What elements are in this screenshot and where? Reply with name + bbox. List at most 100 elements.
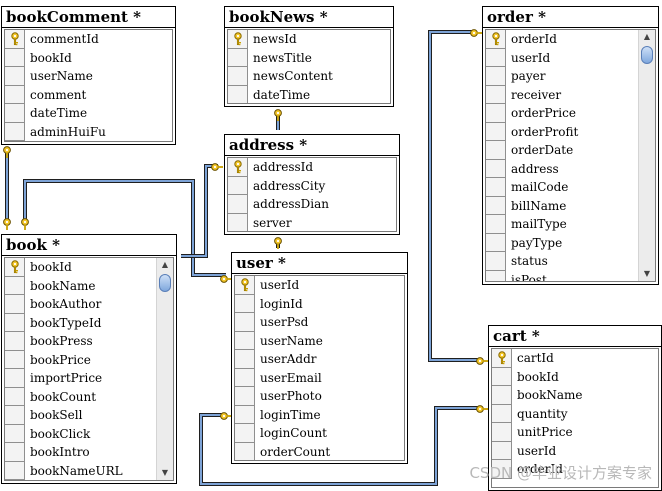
field-row[interactable]: isPost [486, 270, 637, 281]
field-row[interactable]: mailCode [486, 178, 637, 197]
field-row[interactable]: bookSell [5, 406, 155, 425]
field-name: userId [260, 278, 300, 292]
field-row[interactable]: bookCount [5, 387, 155, 406]
field-row[interactable]: bookId [5, 258, 155, 277]
field-row[interactable]: bookPrice [5, 350, 155, 369]
field-row[interactable]: loginId [235, 294, 404, 313]
row-selector [492, 423, 512, 442]
field-row[interactable]: userName [5, 67, 172, 86]
field-row[interactable]: orderDate [486, 141, 637, 160]
field-row[interactable]: bookId [492, 367, 658, 386]
field-row[interactable]: address [486, 159, 637, 178]
field-row[interactable]: orderId [486, 30, 637, 49]
relationship-key-icon [220, 275, 232, 283]
field-row[interactable]: importPrice [5, 369, 155, 388]
field-row[interactable]: bookIntro [5, 443, 155, 462]
field-name: bookClick [30, 426, 91, 441]
field-row[interactable]: bookPress [5, 332, 155, 351]
field-row[interactable]: orderCount [235, 442, 404, 460]
field-name: mailType [511, 217, 567, 231]
field-row[interactable]: newsId [228, 30, 390, 49]
field-row[interactable]: payType [486, 233, 637, 252]
field-row[interactable]: bookName [492, 386, 658, 405]
field-row[interactable]: loginCount [235, 424, 404, 443]
primary-key-icon [235, 276, 255, 295]
field-row[interactable]: loginTime [235, 405, 404, 424]
field-name: userId [511, 50, 551, 65]
primary-key-icon [228, 30, 248, 49]
field-row[interactable]: userName [235, 331, 404, 350]
field-row[interactable]: addressCity [228, 176, 396, 195]
field-row[interactable]: userId [235, 276, 404, 295]
primary-key-icon [228, 158, 248, 177]
relationship-order-cart[interactable] [428, 30, 482, 362]
field-row[interactable]: orderId [492, 460, 658, 479]
field-row[interactable]: server [228, 213, 396, 231]
row-selector [486, 270, 506, 281]
field-row[interactable]: bookTypeId [5, 313, 155, 332]
scroll-up-icon[interactable]: ▲ [643, 32, 651, 41]
scroll-up-icon[interactable]: ▲ [161, 260, 169, 269]
field-row[interactable]: status [486, 252, 637, 271]
field-row[interactable]: orderProfit [486, 122, 637, 141]
field-row[interactable]: newsTitle [228, 48, 390, 67]
scroll-down-icon[interactable]: ▼ [643, 269, 651, 278]
field-name: orderPrice [511, 106, 576, 120]
field-row[interactable]: bookAuthor [5, 295, 155, 314]
field-row[interactable]: userEmail [235, 368, 404, 387]
row-selector [5, 122, 25, 141]
field-row[interactable]: dateTime [5, 104, 172, 123]
scroll-thumb[interactable] [159, 274, 171, 292]
field-row[interactable]: comment [5, 85, 172, 104]
row-selector [5, 350, 25, 369]
field-name: userPsd [260, 315, 309, 329]
relationship-key-icon [274, 109, 282, 121]
field-row[interactable]: mailType [486, 215, 637, 234]
field-row[interactable]: bookId [5, 48, 172, 67]
field-name: orderId [517, 462, 563, 476]
field-row[interactable]: billName [486, 196, 637, 215]
field-row[interactable]: unitPrice [492, 423, 658, 442]
field-row[interactable]: quantity [492, 404, 658, 423]
field-row[interactable]: userAddr [235, 350, 404, 369]
field-name: unitPrice [517, 425, 573, 439]
table-title: book * [2, 235, 176, 256]
field-row[interactable]: adminHuiFu [5, 122, 172, 141]
field-row[interactable]: bookName [5, 276, 155, 295]
vertical-scrollbar[interactable]: ▲▼ [638, 30, 655, 281]
vertical-scrollbar[interactable]: ▲▼ [156, 258, 173, 480]
field-row[interactable]: orderPrice [486, 104, 637, 123]
field-row[interactable]: userId [492, 441, 658, 460]
field-row[interactable]: addressId [228, 158, 396, 177]
field-row[interactable]: userPsd [235, 313, 404, 332]
relationship-user-cart[interactable] [199, 406, 482, 486]
field-row[interactable]: bookNameURL [5, 461, 155, 480]
field-row[interactable]: receiver [486, 85, 637, 104]
row-selector [228, 213, 248, 231]
field-row[interactable]: userId [486, 48, 637, 67]
field-name: payer [511, 69, 546, 83]
relationship-book-user[interactable] [23, 179, 226, 277]
field-row[interactable]: commentId [5, 30, 172, 49]
row-selector [486, 48, 506, 67]
field-row[interactable]: addressDian [228, 195, 396, 214]
field-row[interactable]: cartId [492, 349, 658, 368]
field-row[interactable]: dateTime [228, 85, 390, 103]
table-title: user * [232, 253, 407, 274]
field-row[interactable]: userPhoto [235, 387, 404, 406]
scroll-down-icon[interactable]: ▼ [161, 468, 169, 477]
field-name: bookAuthor [30, 297, 102, 311]
field-name: addressId [253, 160, 314, 174]
table-title: bookNews * [225, 7, 393, 28]
field-row[interactable]: newsContent [228, 67, 390, 86]
field-row[interactable]: bookClick [5, 424, 155, 443]
scroll-thumb[interactable] [641, 46, 653, 64]
field-row[interactable]: payer [486, 67, 637, 86]
